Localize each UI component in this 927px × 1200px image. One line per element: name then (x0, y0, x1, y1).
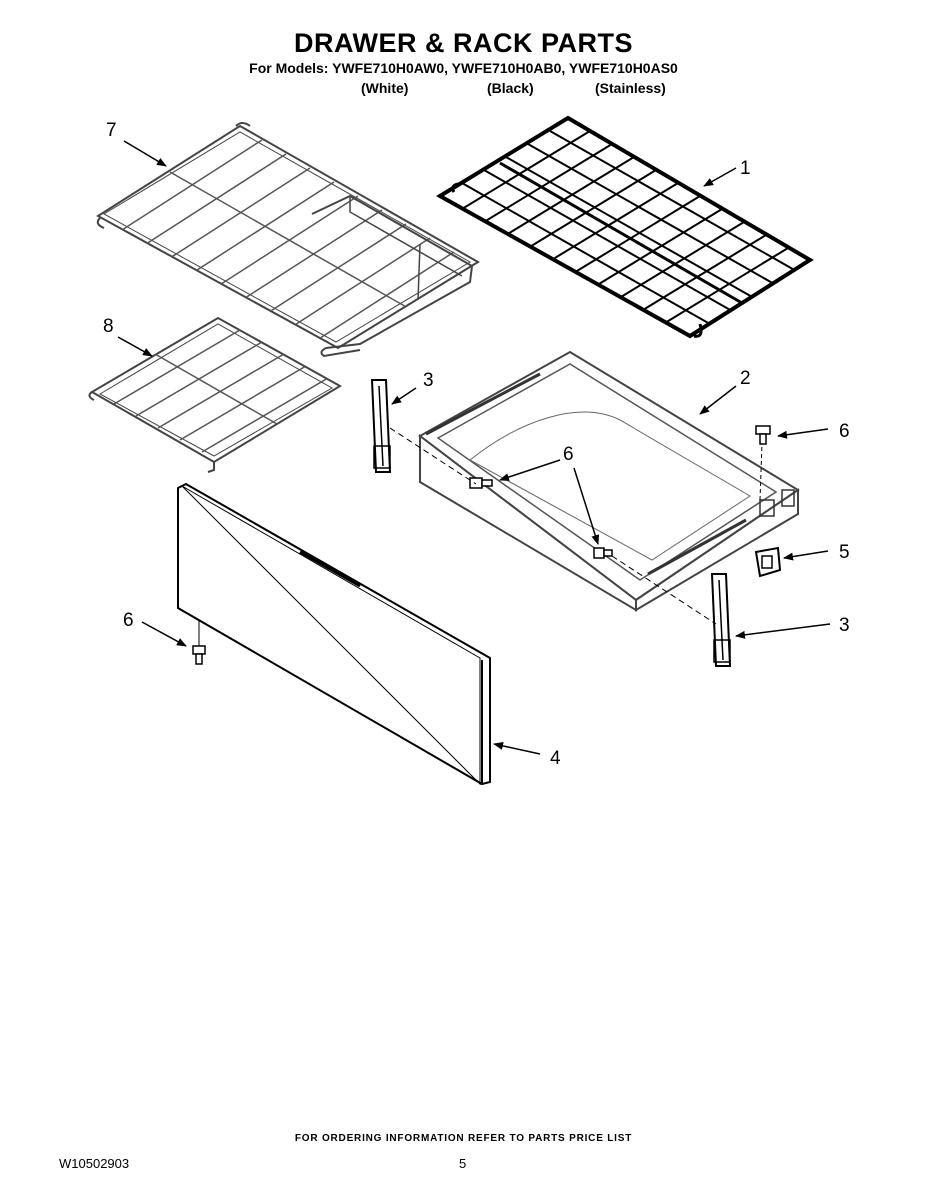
drawer-glide-part-3-top (370, 379, 392, 473)
assembly-line-top (389, 427, 477, 485)
page-title: DRAWER & RACK PARTS (294, 28, 633, 58)
variant-black-label: (Black) (487, 80, 534, 96)
screw-part-6-drawer (593, 547, 613, 559)
half-rack-part-8 (88, 316, 342, 473)
model-numbers: For Models: YWFE710H0AW0, YWFE710H0AB0, … (249, 60, 678, 76)
drawer-glide-part-3-bottom (710, 573, 732, 667)
oven-rack-part-1 (436, 115, 814, 339)
variant-white-label: (White) (361, 80, 409, 96)
document-number: W10502903 (59, 1156, 130, 1171)
callout-2: 2 (740, 368, 751, 389)
ordering-note: FOR ORDERING INFORMATION REFER TO PARTS … (294, 1133, 633, 1144)
split-oven-rack-part-7 (96, 122, 480, 358)
callout-1: 1 (740, 158, 751, 179)
callout-8: 8 (103, 316, 114, 337)
variant-stainless-label: (Stainless) (595, 80, 666, 96)
leader-arrows (117, 140, 831, 755)
callout-6-right: 6 (839, 421, 850, 442)
assembly-line-bottom (611, 555, 717, 625)
drawer-front-panel-part-4 (177, 482, 491, 786)
callout-6-mid: 6 (563, 444, 574, 465)
callout-7: 7 (106, 120, 117, 141)
callout-3-top: 3 (423, 370, 434, 391)
page-number: 5 (459, 1156, 467, 1171)
callout-5: 5 (839, 542, 850, 563)
callout-3-bottom: 3 (839, 615, 850, 636)
screw-part-6-left (192, 620, 206, 665)
clip-part-5 (754, 546, 782, 578)
screw-part-6-mid (469, 477, 493, 489)
screw-part-6-right (755, 425, 771, 445)
callout-6-left: 6 (123, 610, 134, 631)
callout-4: 4 (550, 748, 561, 769)
